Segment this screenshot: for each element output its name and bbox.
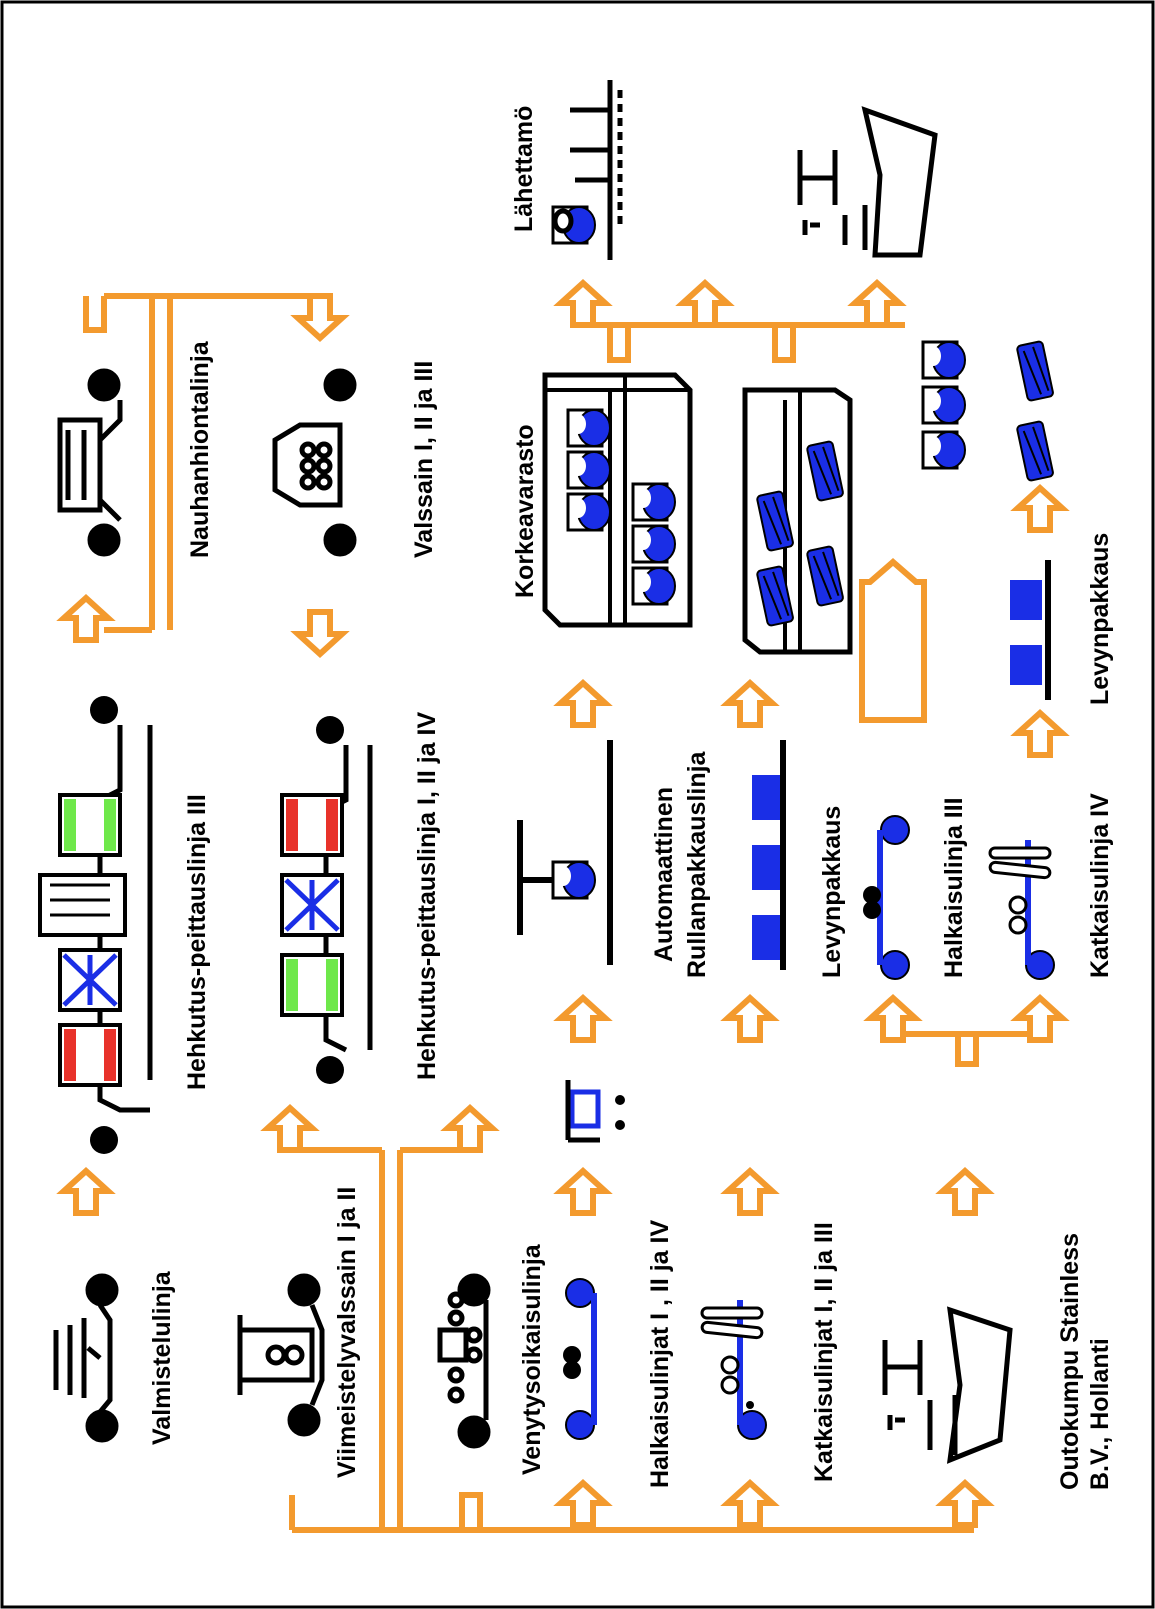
ship-icon-outokumpu [882, 1306, 1013, 1464]
forklift-icon [565, 1080, 625, 1143]
halkaisulinja-3-icon [863, 815, 910, 980]
label-hehkutus-3: Hehkutus-peittauslinja III [183, 794, 211, 1090]
flow-arrows [64, 283, 1062, 1525]
long-up-arrow [859, 558, 927, 723]
ship-icon-export [797, 106, 938, 258]
korkeavarasto-icon [542, 372, 693, 628]
levynpakkaus-right-icon [1010, 560, 1051, 700]
hehkutus-3-icon [38, 696, 153, 1154]
viimeistelyvalssain-icon [237, 1273, 325, 1437]
label-levynpakkaus-mid: Levynpakkaus [818, 806, 846, 978]
label-halkaisulinjat: Halkaisulinjat I , II ja IV [646, 1220, 674, 1488]
venytysoikaisulinja-icon [437, 1273, 491, 1449]
valmistelulinja-icon [53, 1273, 119, 1443]
label-valssain: Valssain I, II ja III [410, 361, 438, 558]
label-automaattinen-line2: Rullanpakkauslinja [683, 750, 711, 978]
katkaisulinja-4-icon [988, 840, 1055, 980]
nauhanhiontalinja-icon [57, 368, 123, 557]
valssain-icon [272, 368, 357, 557]
label-outokumpu-line1: Outokumpu Stainless [1056, 1233, 1084, 1490]
lahettamo-icon [553, 80, 623, 260]
label-halkaisulinja-3: Halkaisulinja III [940, 797, 968, 978]
label-valmistelulinja: Valmistelulinja [148, 1270, 176, 1445]
halkaisulinjat-icon [563, 1278, 597, 1440]
label-hehkutus-1-2-4: Hehkutus-peittauslinja I, II ja IV [413, 712, 441, 1080]
label-katkaisulinjat: Katkaisulinjat I, II ja III [810, 1222, 838, 1482]
label-viimeistelyvalssain: Viimeistelyvalssain I ja II [333, 1187, 361, 1478]
label-katkaisulinja-4: Katkaisulinja IV [1086, 793, 1114, 978]
label-levynpakkaus-right: Levynpakkaus [1086, 533, 1114, 705]
levynpakkaus-mid-icon [752, 740, 786, 970]
label-nauhanhiontalinja: Nauhanhiontalinja [186, 340, 214, 558]
labels: Valmistelulinja Viimeistelyvalssain I ja… [148, 106, 1114, 1490]
levyvarasto-icon [742, 387, 853, 655]
label-venytysoikaisulinja: Venytysoikaisulinja [518, 1243, 546, 1475]
label-outokumpu-line2: B.V., Hollanti [1086, 1338, 1114, 1490]
katkaisulinjat-icon [700, 1300, 767, 1440]
rullanpakkaus-icon [517, 740, 613, 965]
label-korkeavarasto: Korkeavarasto [511, 424, 539, 598]
hehkutus-1-2-4-icon [280, 716, 373, 1084]
label-automaattinen-line1: Automaattinen [650, 787, 678, 962]
label-lahettamo: Lähettamö [510, 106, 538, 232]
